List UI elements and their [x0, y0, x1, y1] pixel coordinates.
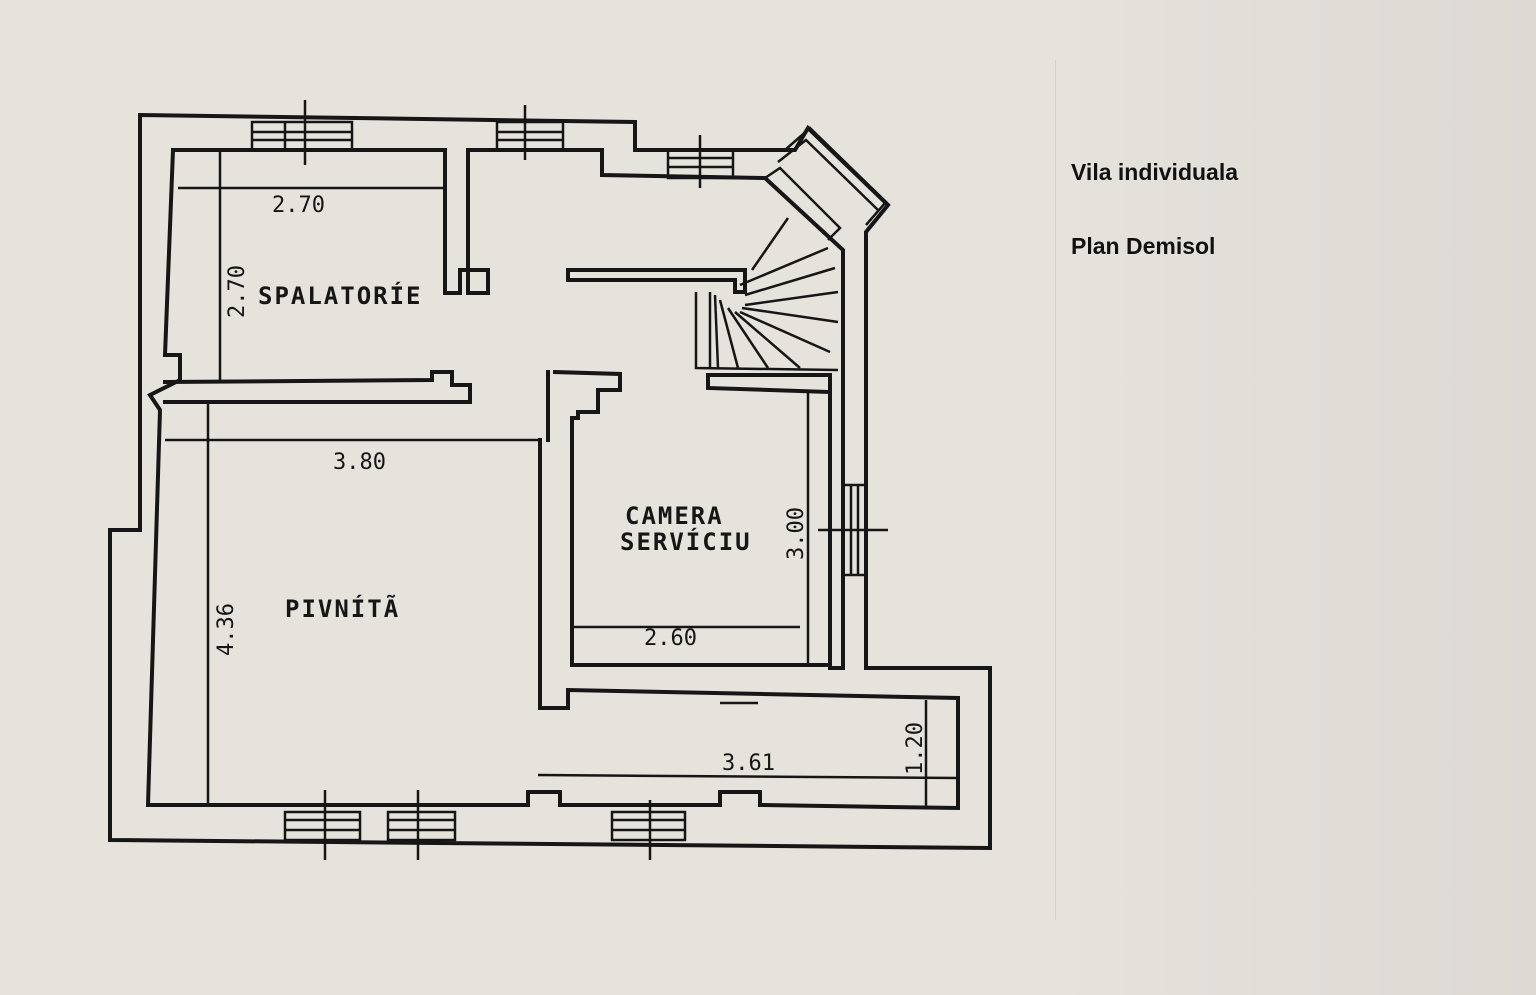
paper-fold-line: [1055, 60, 1056, 920]
window-bottom-1: [283, 790, 362, 860]
window-right: [818, 483, 888, 577]
plan-subtitle: Plan Demisol: [1071, 233, 1216, 259]
dim-bottom-depth: 1.20: [903, 722, 928, 775]
room-label-service-line2: SERVÍCIU: [620, 527, 752, 556]
dimension-lines: [165, 150, 959, 808]
corridor-wall: [566, 268, 747, 294]
dim-service-depth: 3.00: [784, 507, 809, 560]
dim-laundry-width: 2.70: [272, 193, 325, 218]
paper-shade: [1050, 0, 1536, 995]
dim-bottom-width: 3.61: [722, 751, 775, 776]
window-bottom-3: [610, 800, 687, 860]
room-label-service-line1: CAMERA: [625, 502, 724, 530]
left-inner-wall: [145, 147, 960, 811]
dim-service-width: 2.60: [644, 626, 697, 651]
window-top-1: [250, 100, 354, 165]
window-top-3: [666, 135, 735, 188]
dim-cellar-depth: 4.36: [214, 603, 239, 656]
dim-laundry-depth: 2.70: [225, 265, 250, 318]
window-bottom-2: [386, 790, 457, 860]
service-room-wall: [552, 369, 832, 667]
room-label-cellar: PIVNÍTÃ: [285, 594, 400, 623]
dividing-wall-laundry: [162, 370, 472, 404]
bay-window: [764, 126, 888, 241]
service-room-outer-wall: [538, 370, 550, 710]
staircase: [694, 217, 839, 372]
dim-cellar-width: 3.80: [333, 450, 386, 475]
room-label-laundry: SPALATORÍE: [258, 281, 423, 310]
outer-wall: [108, 112, 992, 851]
plan-title: Vila individuala: [1071, 159, 1239, 185]
inner-wall: [171, 148, 845, 670]
window-top-2: [495, 105, 565, 160]
